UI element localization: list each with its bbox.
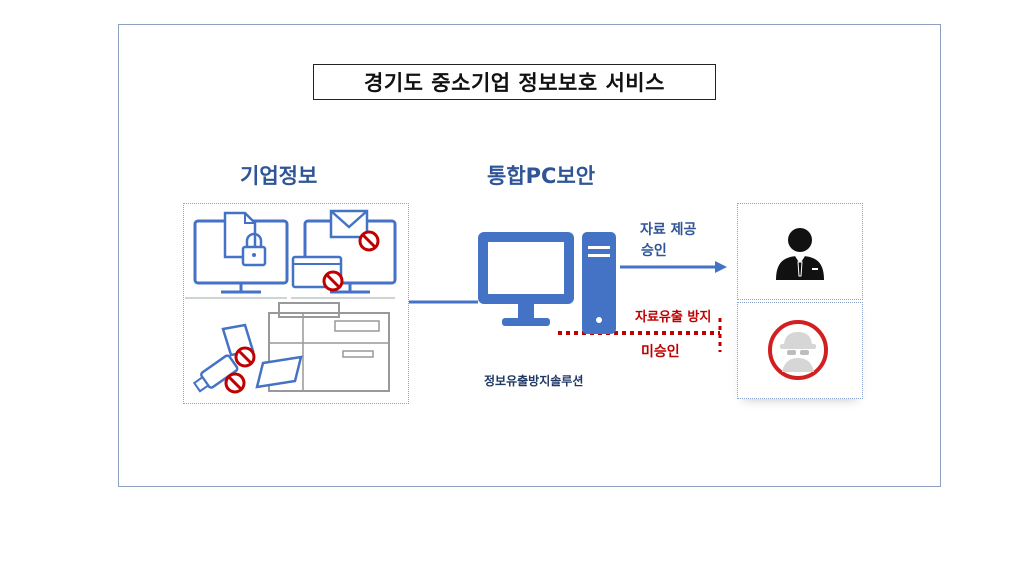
usb-block-icon <box>192 354 239 393</box>
blocked-flow-label-line2: 미승인 <box>641 344 680 360</box>
hacker-icon <box>768 320 828 380</box>
company-assets-illustration <box>185 209 397 394</box>
integrated-pc-security-label: 통합PC보안 <box>487 164 596 188</box>
company-info-label: 기업정보 <box>240 164 318 188</box>
diagram-title: 경기도 중소기업 정보보호 서비스 <box>313 64 716 100</box>
printer-icon <box>221 302 390 392</box>
approved-flow-label-line1: 자료 제공 <box>640 222 697 238</box>
blocked-flow-label-line1: 자료유출 방지 <box>635 310 712 325</box>
desktop-pc-icon <box>478 232 616 334</box>
document-lock-icon <box>193 211 289 294</box>
authorized-user-icon <box>776 228 824 280</box>
approved-flow-label-line2: 승인 <box>641 243 667 259</box>
dlp-solution-label: 정보유출방지솔루션 <box>484 374 584 388</box>
mail-block-icon <box>291 209 397 294</box>
